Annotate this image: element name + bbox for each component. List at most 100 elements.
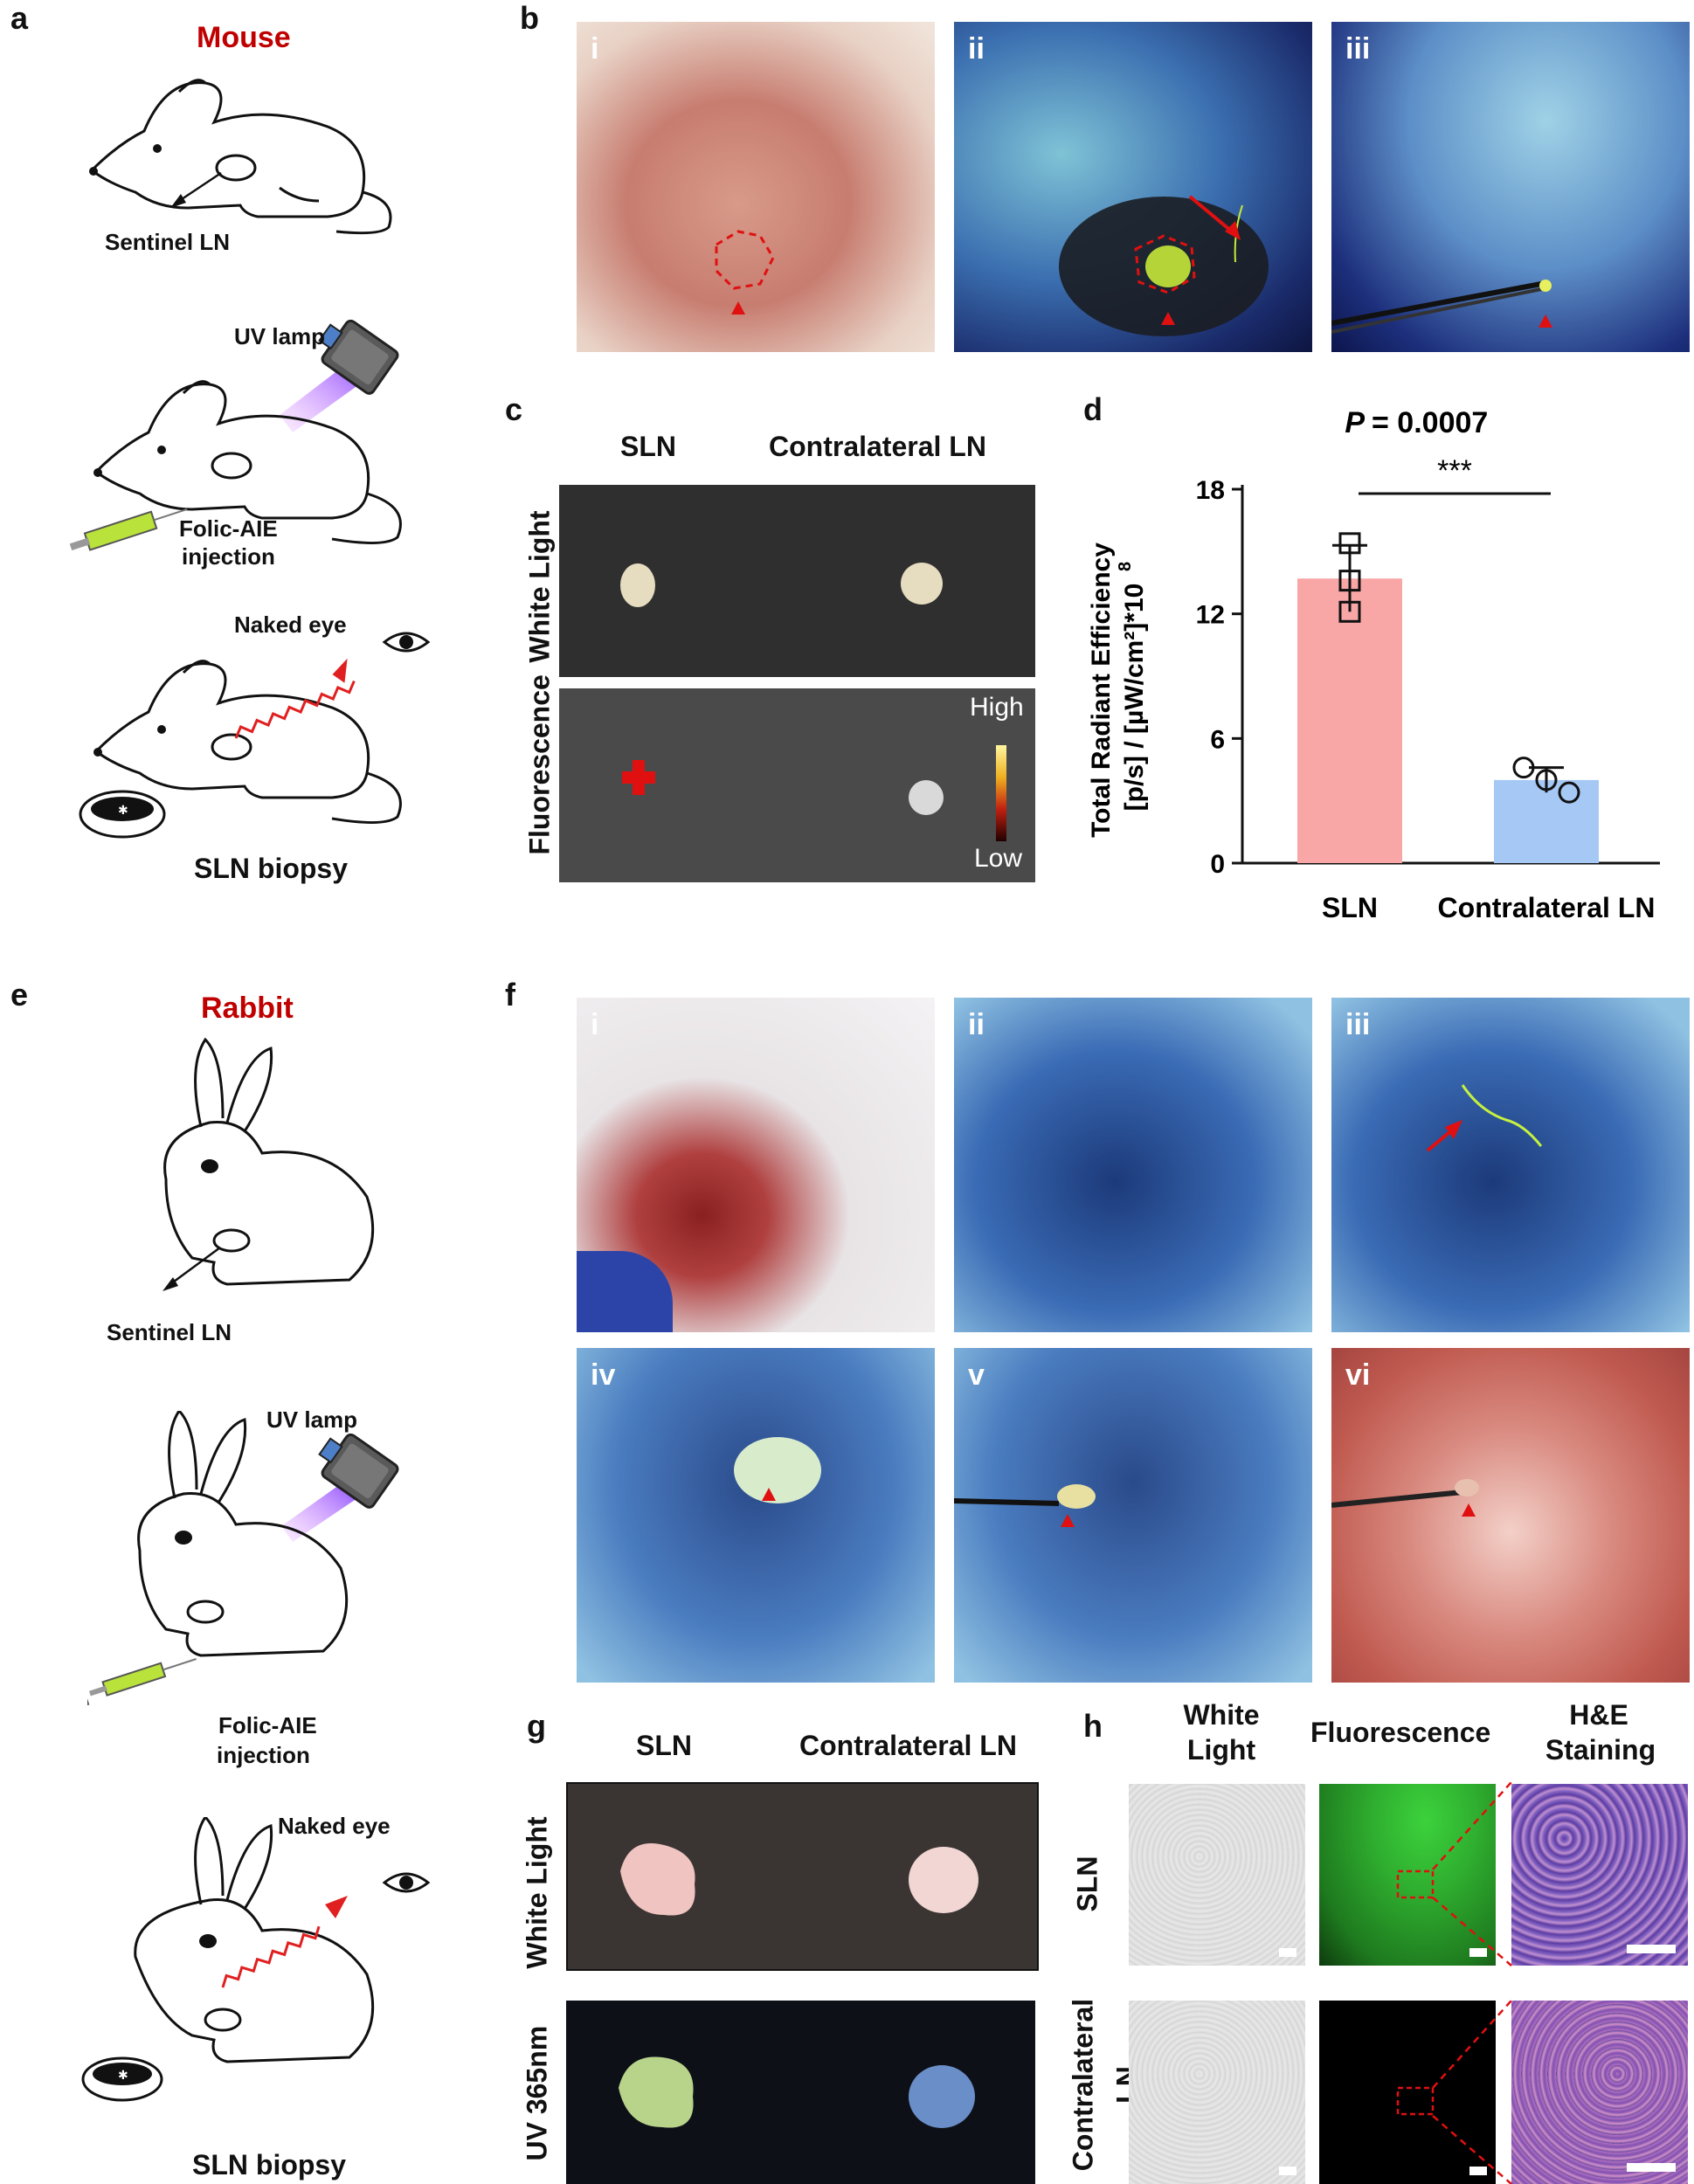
c-scale-low: Low [974,844,1023,873]
rabbit-illustration-3: ✱ [81,1817,431,2102]
panel-label-g: g [527,1708,546,1744]
h-col-he-2: Staining [1545,1734,1656,1766]
rabbit-sentinel-label: Sentinel LN [107,1319,232,1345]
d-y-tick-label: 6 [1210,725,1225,754]
h-contra-he-image [1511,2001,1688,2184]
h-col-white-1: White [1183,1699,1260,1731]
c-white-light-nodes [620,563,943,607]
d-category-label: SLN [1322,892,1378,923]
d-point [1558,781,1580,804]
mouse-photo-ii: ii [954,22,1312,352]
h-zoom-connectors [1432,1782,1512,2184]
c-fluorescence-nodes [622,760,944,815]
rabbit-biopsy-label: SLN biopsy [192,2149,347,2181]
c-white-light-image [559,485,1035,677]
excised-node-v [954,1484,1096,1527]
photo-label-f-iii: iii [1345,1008,1371,1041]
lymph-vessel-arrow [1426,1084,1543,1152]
mouse-photo-iii: iii [1331,22,1690,352]
excised-node-iv [734,1437,821,1503]
lymph-node-outline [715,230,775,314]
c-fluorescence-image: High Low [559,688,1035,882]
rabbit-photo-iii: iii [1331,998,1690,1332]
photo-label-f-v: v [968,1358,985,1392]
fluorescent-node-outline [1059,195,1269,336]
rabbit-title: Rabbit [201,992,294,1025]
photo-label-f-iv: iv [591,1358,616,1392]
h-col-fluorescence: Fluorescence [1310,1717,1491,1748]
h-row-contra-1: Contralateral [1067,1998,1099,2172]
d-p-label: P [1345,406,1365,439]
rabbit-injection-label-2: injection [217,1742,310,1768]
panel-label-h: h [1083,1708,1103,1744]
photo-label-f-vi: vi [1345,1358,1371,1392]
panel-label-a: a [10,0,29,36]
g-white-light-image [566,1782,1039,1971]
h-row-sln: SLN [1071,1856,1103,1912]
rabbit-photo-vi: vi [1331,1348,1690,1683]
c-col-contralateral: Contralateral LN [769,431,986,462]
mouse-illustration-3: ✱ [79,632,431,839]
d-y-tick-label: 0 [1210,850,1225,879]
d-point [1338,532,1361,555]
d-y-tick-label: 18 [1196,476,1225,505]
mouse-sentinel-label: Sentinel LN [105,229,231,255]
mouse-photo-i: i [577,22,935,352]
scale-bar [1627,1945,1676,1953]
c-colorbar [996,745,1006,841]
scale-bar [1279,2167,1296,2175]
d-bar-1 [1494,779,1599,863]
h-contra-fluorescence-image [1319,2001,1496,2184]
d-point [1338,570,1361,592]
glove [577,1251,673,1332]
photo-label-f-i: i [591,1008,599,1041]
d-point [1512,757,1535,779]
g-col-sln: SLN [636,1730,692,1761]
h-col-white-2: Light [1186,1734,1256,1766]
rabbit-injection-label-1: Folic-AIE [218,1712,317,1738]
photo-label-f-ii: ii [968,1008,985,1041]
excised-node-forceps [1331,280,1552,334]
c-row-fluorescence: Fluorescence [523,674,556,855]
photo-label-b-i: i [591,32,599,66]
svg-text:✱: ✱ [118,803,128,817]
h-sln-fluorescence-image [1319,1784,1496,1966]
panel-label-b: b [520,0,539,36]
panel-label-c: c [505,391,523,427]
mouse-uv-lamp-label: UV lamp [234,323,326,349]
mouse-illustration-1 [89,79,392,235]
g-row-uv: UV 365nm [521,2025,553,2161]
g-col-contralateral: Contralateral LN [799,1730,1017,1761]
d-ylabel-line1: Total Radiant Efficiency [1087,543,1116,838]
h-sln-zoom-box [1396,1870,1435,1899]
h-contra-white-image [1129,2001,1305,2184]
rabbit-illustration-2 [87,1411,399,1706]
photo-label-b-iii: iii [1345,32,1371,66]
panel-label-d: d [1083,391,1103,427]
mouse-illustration-2 [70,319,402,551]
g-uv-image [566,2001,1035,2184]
d-point [1535,769,1558,791]
d-category-label: Contralateral LN [1438,892,1656,923]
rabbit-photo-ii: ii [954,998,1312,1332]
mouse-injection-label-2: injection [182,543,275,570]
d-point [1338,600,1361,623]
rabbit-illustration-1 [162,1037,375,1291]
scale-bar [1469,1948,1487,1957]
d-y-tick-label: 12 [1196,601,1225,630]
mouse-biopsy-label: SLN biopsy [194,853,349,884]
photo-label-b-ii: ii [968,32,985,66]
h-col-he-1: H&E [1569,1699,1628,1731]
rabbit-naked-eye-label: Naked eye [278,1813,391,1839]
g-white-light-nodes [620,1843,978,1916]
d-bars: SLN Contralateral LN [1297,532,1656,923]
scale-bar [1279,1948,1296,1957]
d-bar-0 [1297,578,1402,863]
g-uv-nodes [619,2056,975,2128]
rabbit-photo-i: i [577,998,935,1332]
scale-bar [1469,2167,1487,2175]
g-row-white-light: White Light [521,1816,553,1969]
excised-node-vi [1331,1479,1479,1517]
mouse-title: Mouse [197,21,291,54]
h-sln-he-image [1511,1784,1688,1966]
